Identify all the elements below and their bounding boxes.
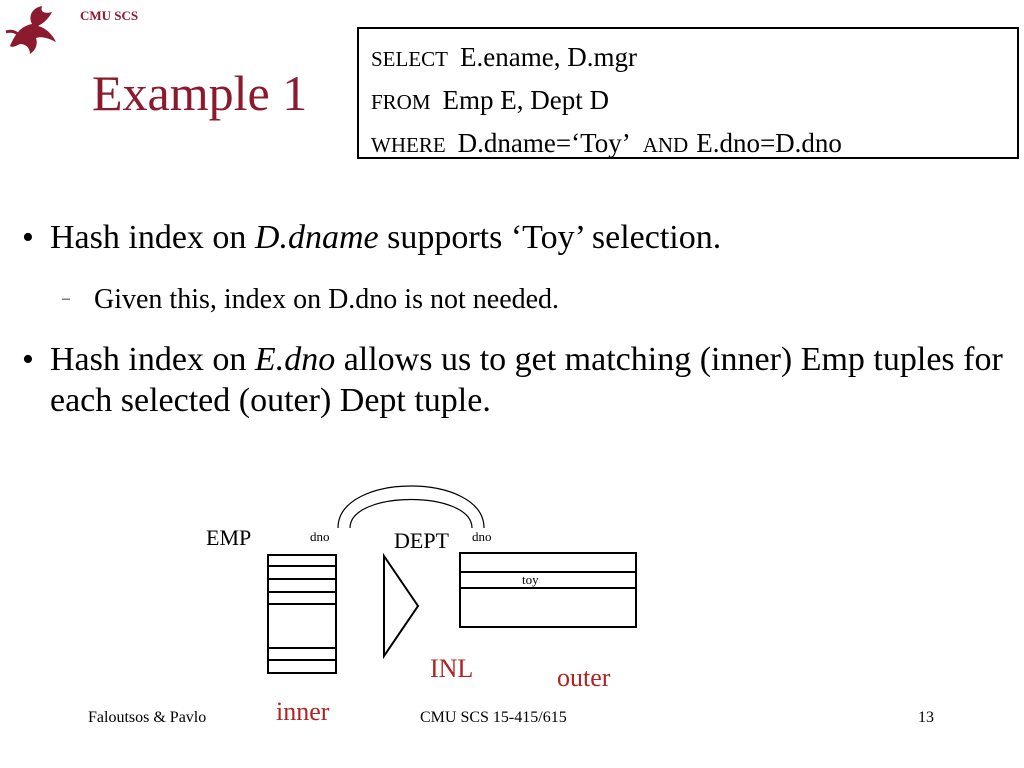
inner-label: inner bbox=[276, 697, 330, 726]
inl-label: INL bbox=[430, 654, 473, 683]
slide-title: Example 1 bbox=[92, 65, 308, 121]
sql-select-line: SELECT E.ename, D.mgr bbox=[371, 37, 1017, 80]
sql-query-box: SELECT E.ename, D.mgr FROM Emp E, Dept D W… bbox=[357, 27, 1019, 159]
bullet-1-text-pre: Hash index on bbox=[50, 219, 255, 256]
bullet-dot-icon: • bbox=[22, 219, 34, 256]
sql-and-keyword: AND bbox=[642, 133, 689, 157]
sub-bullet-1: – Given this, index on D.dno is not neede… bbox=[62, 283, 559, 317]
sub-bullet-dash-icon: – bbox=[62, 290, 70, 307]
sub-bullet-1-text: Given this, index on D.dno is not needed… bbox=[94, 284, 560, 315]
sql-where-keyword: WHERE bbox=[371, 133, 446, 157]
sql-where-cond2: E.dno=D.dno bbox=[696, 128, 842, 158]
bullet-2: • Hash index on E.dno allows us to get ma… bbox=[22, 340, 1012, 422]
sql-from-keyword: FROM bbox=[371, 90, 431, 114]
bullet-1-italic: D.dname bbox=[254, 219, 379, 256]
footer-authors: Faloutsos & Pavlo bbox=[88, 709, 207, 726]
bullet-dot-icon: • bbox=[22, 341, 34, 378]
dno-join-arc bbox=[337, 485, 485, 529]
sql-from-tables: Emp E, Dept D bbox=[442, 85, 610, 115]
dept-dno-label: dno bbox=[472, 529, 492, 544]
outer-label: outer bbox=[557, 663, 611, 692]
emp-table bbox=[267, 554, 337, 674]
toy-row-label: toy bbox=[522, 572, 539, 587]
sql-where-cond1: D.dname=‘Toy’ bbox=[457, 128, 631, 158]
dept-label: DEPT bbox=[394, 528, 450, 553]
join-operator-icon bbox=[383, 552, 420, 660]
bullet-2-italic: E.dno bbox=[254, 341, 336, 378]
dno-join-arc-inner bbox=[349, 499, 473, 529]
sql-from-line: FROM Emp E, Dept D bbox=[371, 80, 1017, 123]
bullet-1-text-post: supports ‘Toy’ selection. bbox=[378, 219, 722, 256]
cmu-dragon-logo-icon bbox=[5, 6, 56, 54]
sql-where-line: WHERE D.dname=‘Toy’ AND E.dno=D.dno bbox=[371, 123, 1017, 166]
emp-dno-label: dno bbox=[310, 529, 330, 544]
header-org-label: CMU SCS bbox=[80, 8, 139, 23]
sql-select-keyword: SELECT bbox=[371, 47, 448, 71]
footer-course: CMU SCS 15-415/615 bbox=[420, 709, 567, 726]
dept-table bbox=[459, 552, 637, 628]
emp-label: EMP bbox=[206, 525, 251, 550]
bullet-2-text-post: allows us to get matching (inner) Emp tu… bbox=[50, 341, 1003, 419]
footer-page-number: 13 bbox=[918, 709, 934, 726]
bullet-2-text-pre: Hash index on bbox=[50, 341, 255, 378]
bullet-1: • Hash index on D.dname supports ‘Toy’ se… bbox=[22, 218, 1012, 259]
sql-select-columns: E.ename, D.mgr bbox=[460, 42, 637, 72]
